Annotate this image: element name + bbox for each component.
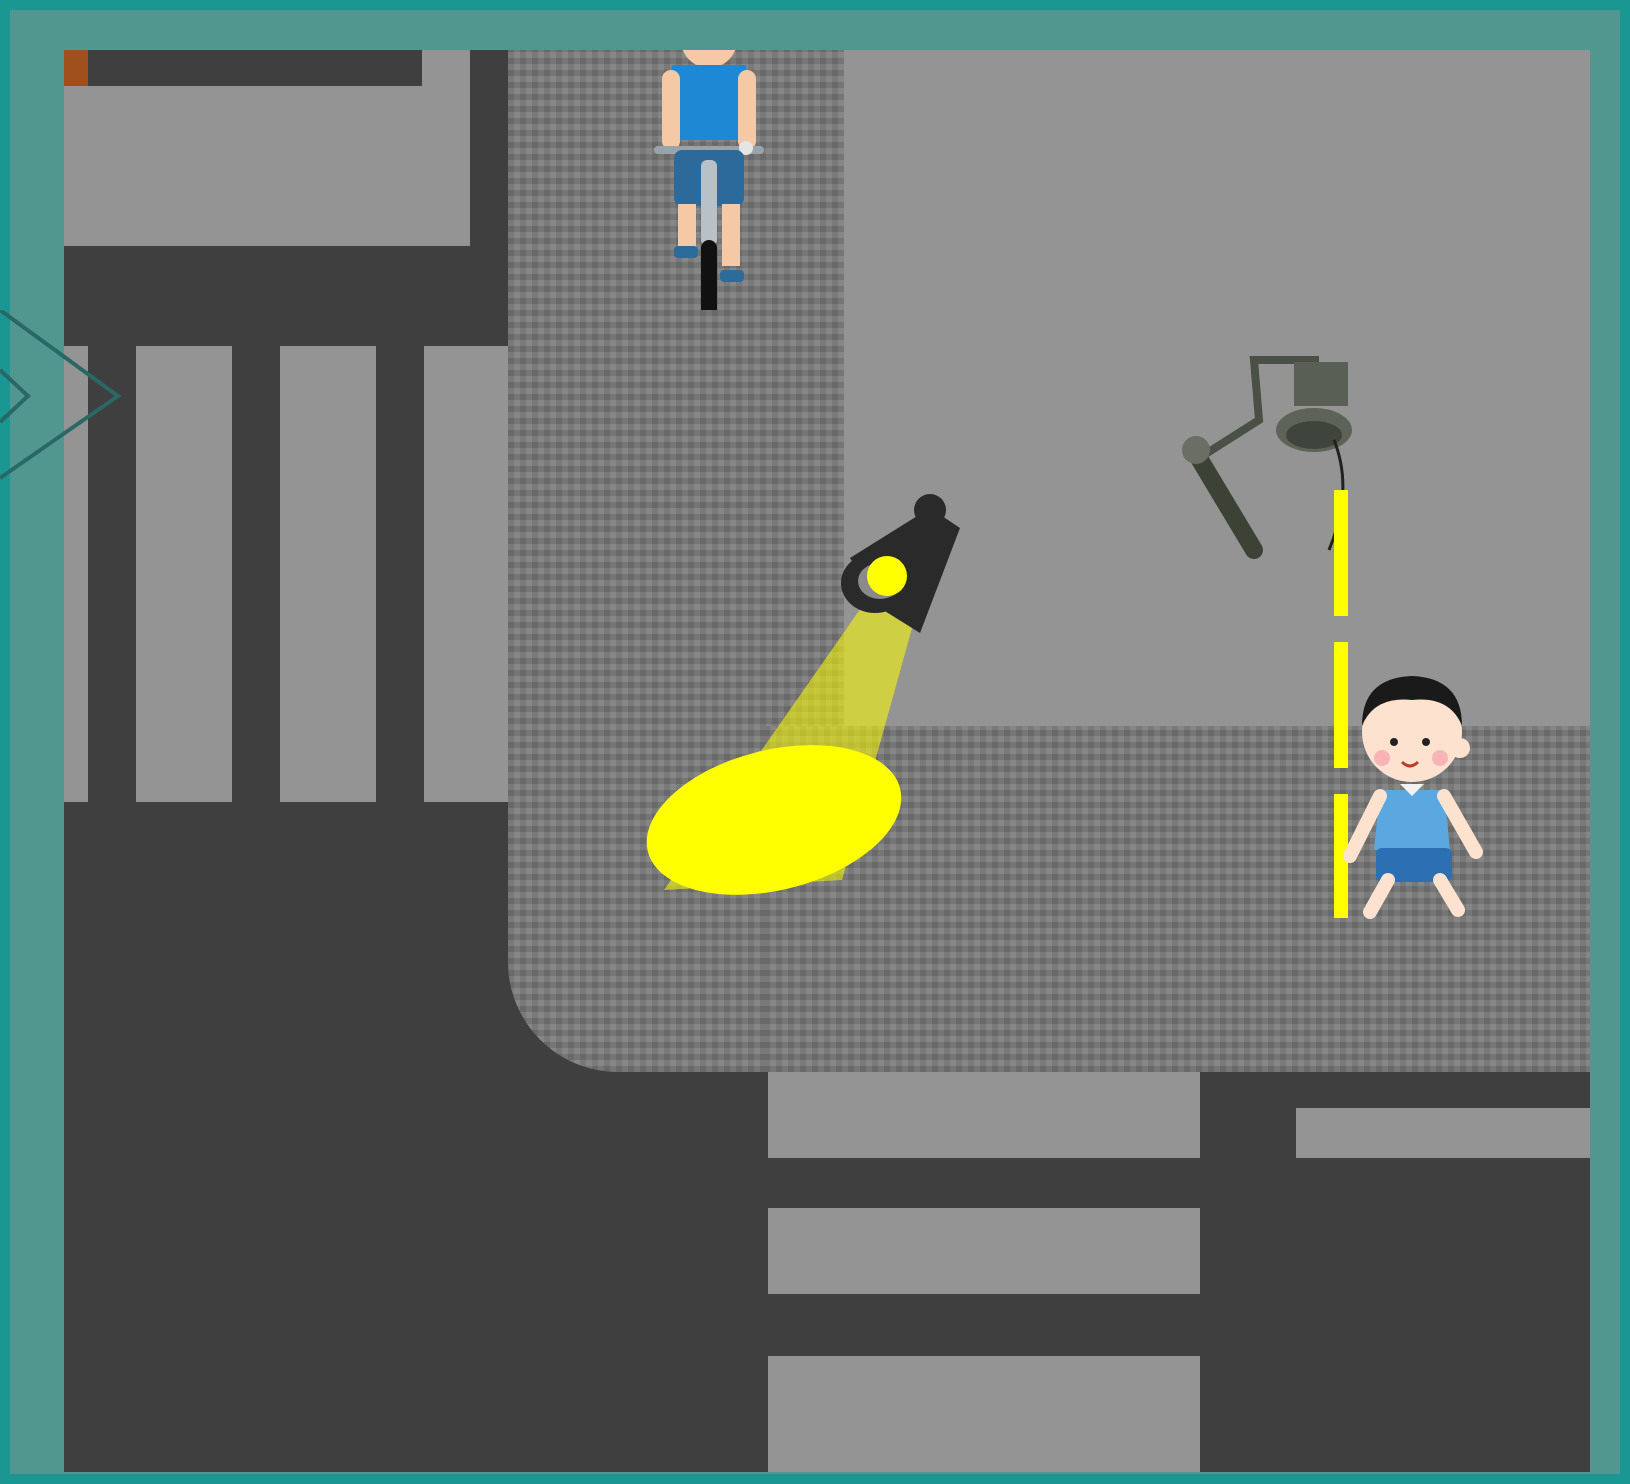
progress-bar-fill: [64, 50, 88, 86]
spotlight-icon: [820, 488, 970, 648]
crosswalk-stripe: [768, 1356, 1200, 1472]
cyclist-boy-icon: [634, 50, 784, 310]
crosswalk-stripe: [1296, 1108, 1590, 1158]
crosswalk-stripe: [768, 1208, 1200, 1294]
crosswalk-stripe: [424, 346, 508, 802]
left-arrow-icon[interactable]: [0, 310, 130, 480]
lane-marker: [1334, 490, 1348, 616]
crosswalk-stripe: [768, 1072, 1200, 1158]
security-camera-icon[interactable]: [1164, 340, 1354, 560]
game-board: [64, 50, 1590, 1472]
walking-boy-icon: [1340, 666, 1490, 926]
progress-bar: [64, 50, 422, 86]
crosswalk-stripe: [136, 346, 232, 802]
crosswalk-stripe: [280, 346, 376, 802]
